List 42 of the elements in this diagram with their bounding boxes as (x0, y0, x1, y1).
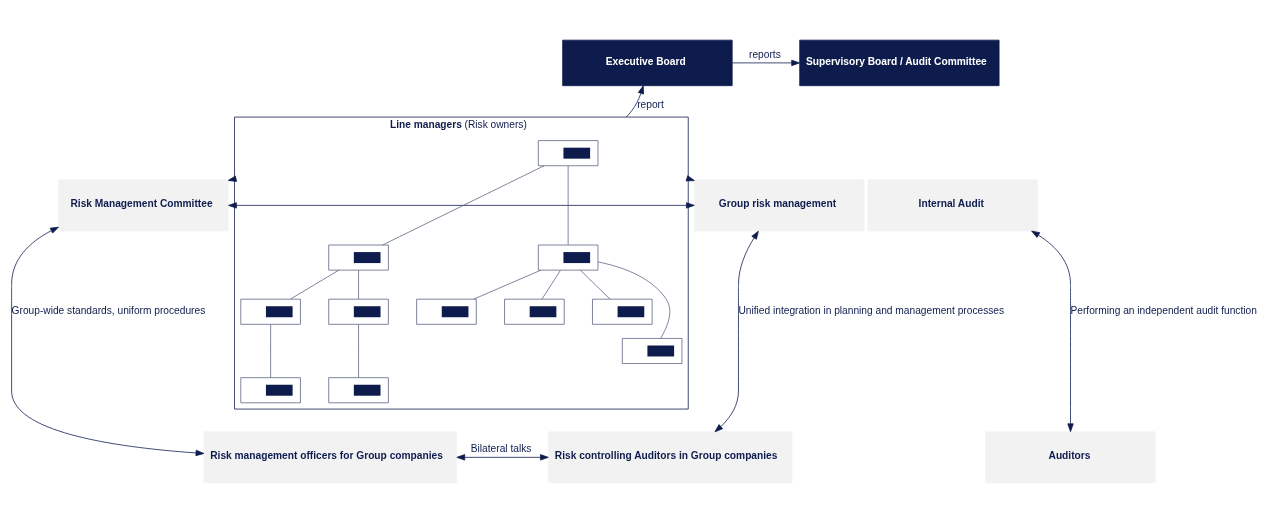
arrow (625, 85, 644, 118)
node-box: Supervisory Board / Audit Committee (799, 39, 1000, 87)
node-box: Risk controlling Auditors in Group companies (548, 431, 793, 484)
node-box (537, 244, 599, 271)
node-box: Risk management officers for Group companies (203, 431, 458, 484)
connector (382, 165, 545, 246)
node-box (537, 140, 599, 167)
arrow (11, 226, 205, 457)
node-box: Group risk management (694, 179, 865, 232)
node-box: Internal Audit (867, 179, 1038, 232)
node-box: Risk Management Committee (58, 179, 229, 232)
edge-label: Bilateral talks (470, 443, 532, 455)
node-box (504, 298, 565, 325)
node-box (621, 338, 683, 364)
node-box (416, 298, 477, 325)
arrow (732, 59, 800, 67)
connector (580, 269, 611, 300)
connector (358, 269, 359, 300)
edge-label: Performing an independent audit function (1070, 305, 1257, 317)
connector (567, 165, 569, 246)
arrow (714, 230, 759, 433)
connector (358, 324, 359, 378)
edge-label: Unified integration in planning and management processes (738, 305, 1005, 317)
node-box (240, 298, 301, 325)
connector (473, 269, 542, 300)
arrow (456, 454, 549, 461)
edge-label: reports (749, 48, 781, 60)
connector (597, 261, 671, 339)
connector (290, 269, 340, 300)
arrow (228, 202, 695, 209)
node-box (592, 298, 653, 325)
node-box (328, 244, 389, 271)
connector (270, 324, 272, 378)
connector (541, 269, 561, 300)
node-box: Auditors (985, 431, 1156, 484)
node-box (328, 377, 389, 404)
edge-label: report (637, 98, 664, 110)
node-box (328, 298, 389, 325)
edge-label: Group-wide standards, uniform procedures (11, 305, 206, 317)
node-box (240, 377, 301, 404)
node-box: Executive Board (562, 39, 733, 87)
arrow (1031, 230, 1074, 433)
